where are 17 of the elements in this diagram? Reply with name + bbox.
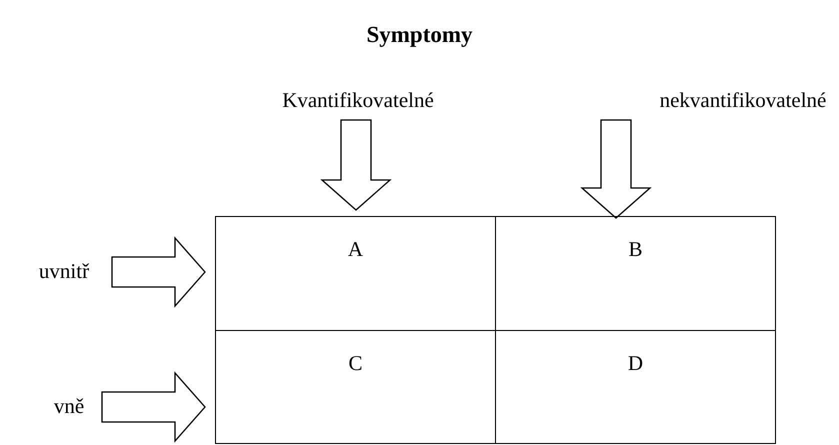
block-arrow [320, 119, 392, 211]
row-column-label: uvnitř [20, 259, 108, 285]
row-column-label: nekvantifikovatelné [650, 88, 836, 114]
cell-letter: B [628, 237, 642, 261]
block-arrow [580, 119, 652, 219]
cell-letter: C [348, 351, 362, 375]
block-arrow [111, 236, 206, 308]
table-cell [495, 330, 776, 444]
cell-letter: A [348, 237, 364, 261]
table-cell [215, 216, 496, 331]
title: Symptomy [365, 22, 474, 48]
block-arrow [101, 371, 206, 443]
row-column-label: Kvantifikovatelné [268, 88, 448, 114]
table-cell [495, 216, 776, 331]
row-column-label: vně [40, 394, 98, 420]
cell-letter: D [628, 351, 644, 375]
table-cell [215, 330, 496, 444]
